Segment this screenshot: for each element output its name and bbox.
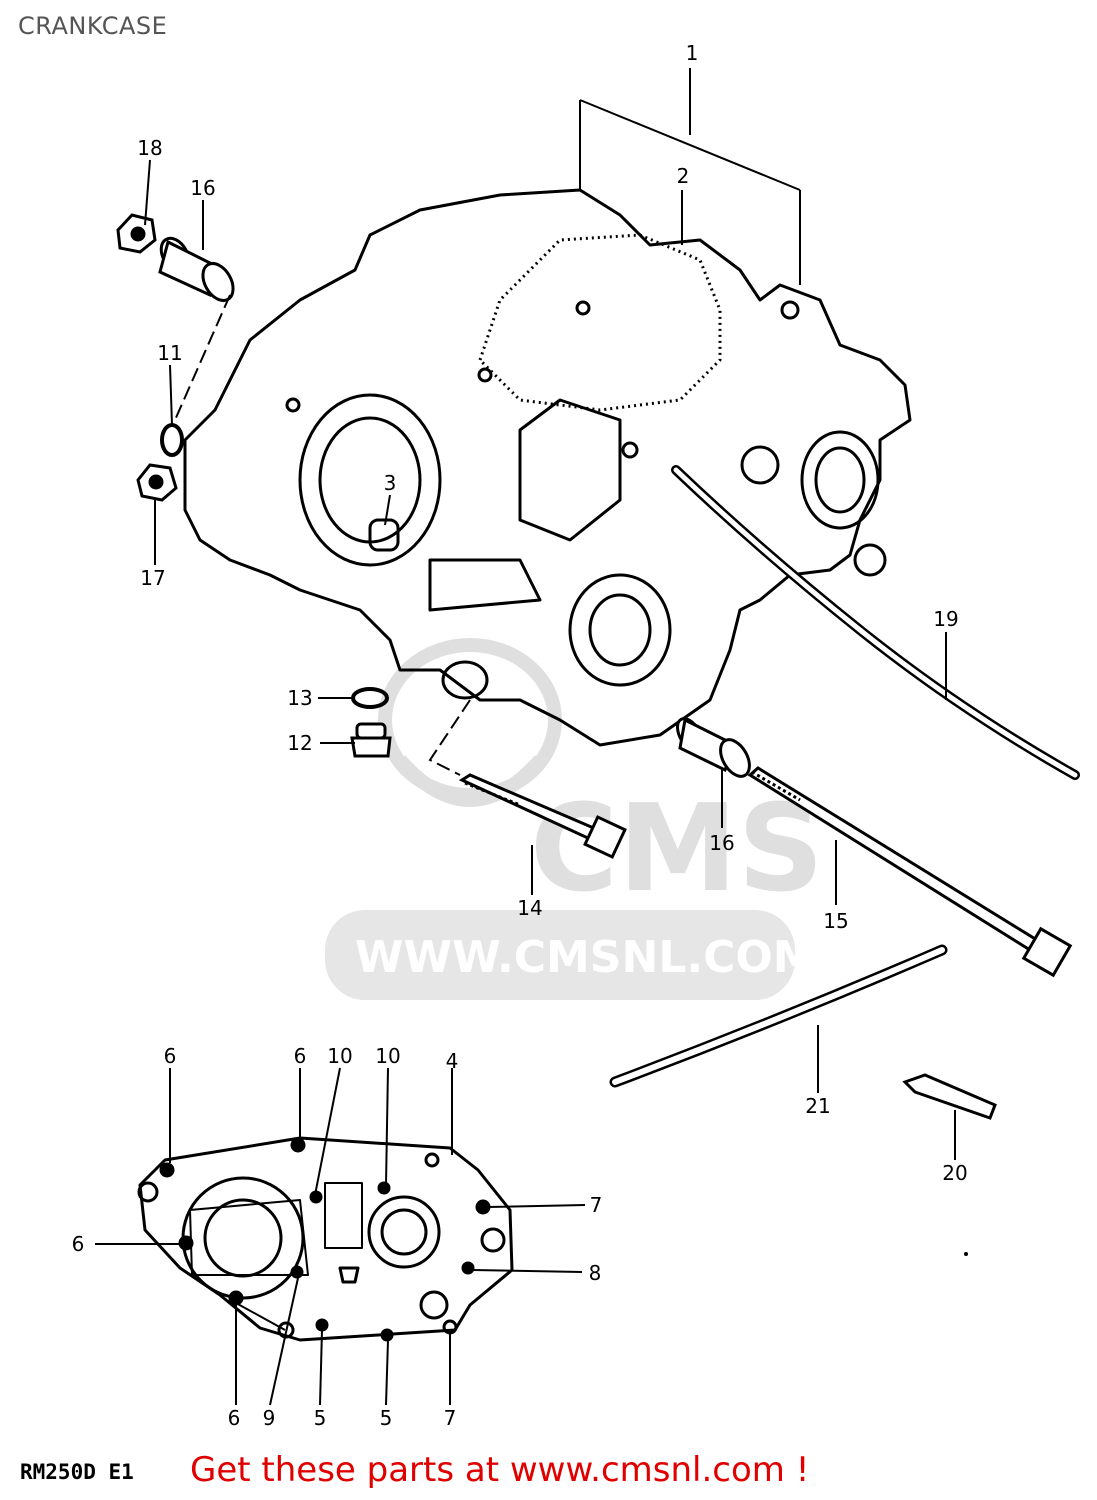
clamp-20: [902, 1073, 997, 1120]
callout-10-b: 10: [375, 1044, 400, 1068]
callout-3: 3: [384, 471, 397, 495]
sleeve-16-upper: [158, 236, 235, 302]
callout-4: 4: [446, 1049, 459, 1073]
washer-13: [351, 687, 389, 709]
watermark-url: WWW.CMSNL.COM: [355, 932, 817, 983]
callout-19: 19: [933, 607, 958, 631]
watermark: CMS WWW.CMSNL.COM: [325, 638, 824, 1000]
callout-5-b: 5: [380, 1406, 393, 1430]
callout-16-upper: 16: [190, 176, 215, 200]
callout-6-c: 6: [72, 1232, 85, 1256]
nut-18: [116, 213, 157, 254]
callout-12: 12: [287, 731, 312, 755]
callout-8: 8: [589, 1261, 602, 1285]
crankcase-assembly: [183, 188, 912, 747]
plug-12: [350, 722, 392, 758]
callout-7-b: 7: [444, 1406, 457, 1430]
callout-14: 14: [517, 896, 542, 920]
callout-10-a: 10: [327, 1044, 352, 1068]
watermark-logo: CMS: [530, 780, 824, 919]
callout-5-a: 5: [314, 1406, 327, 1430]
callout-11: 11: [157, 341, 182, 365]
callout-20: 20: [942, 1161, 967, 1185]
callout-9: 9: [263, 1406, 276, 1430]
sleeve-16-lower: [676, 717, 751, 778]
callout-17: 17: [140, 566, 165, 590]
bolt-15: [747, 766, 1073, 978]
callout-7-a: 7: [590, 1193, 603, 1217]
callout-6-a: 6: [164, 1044, 177, 1068]
leader-lines: [95, 68, 956, 1406]
washer-11: [160, 423, 184, 457]
nut-17: [136, 463, 178, 502]
callout-2: 2: [677, 164, 690, 188]
callout-6-b: 6: [294, 1044, 307, 1068]
callout-21: 21: [805, 1094, 830, 1118]
callout-15: 15: [823, 909, 848, 933]
callout-labels: 1 2 3 11 12 13 14 15 16 16 17 18 19 20 2…: [72, 41, 968, 1430]
model-code: RM250D E1: [20, 1460, 134, 1484]
callout-13: 13: [287, 686, 312, 710]
callout-6-d: 6: [228, 1406, 241, 1430]
bolt-14: [458, 773, 627, 859]
promo-link[interactable]: Get these parts at www.cmsnl.com !: [190, 1450, 810, 1490]
crankcase-right-half: [137, 1136, 514, 1342]
callout-16-lower: 16: [709, 831, 734, 855]
callout-1: 1: [686, 41, 699, 65]
page-title: CRANKCASE: [18, 12, 168, 40]
callout-18: 18: [137, 136, 162, 160]
